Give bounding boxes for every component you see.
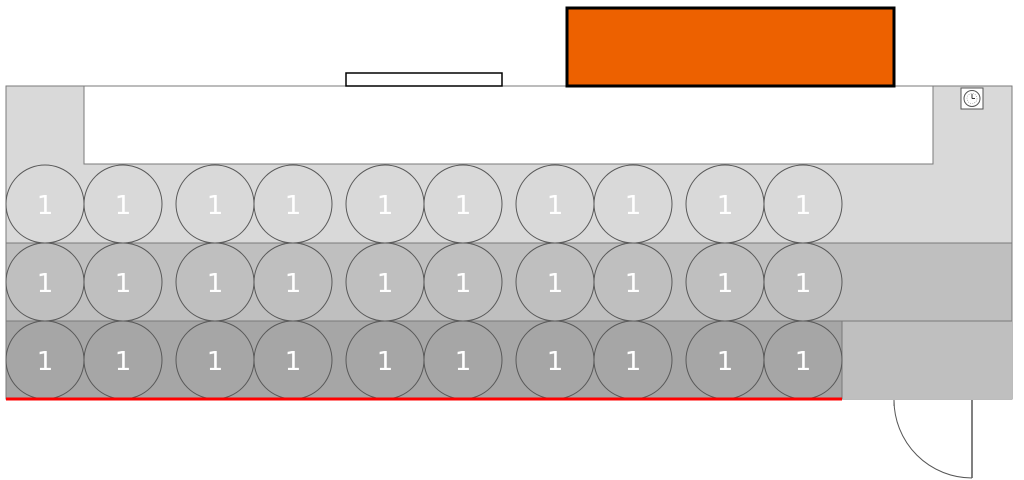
stage-bar	[345, 72, 503, 87]
tier-middle	[5, 242, 1013, 322]
seat: 1	[515, 164, 595, 244]
seat: 1	[345, 164, 425, 244]
seat: 1	[175, 242, 255, 322]
seat: 1	[345, 320, 425, 400]
seat-label: 1	[207, 347, 224, 377]
seat: 1	[175, 164, 255, 244]
seat: 1	[685, 242, 765, 322]
seat: 1	[175, 320, 255, 400]
clock-icon	[960, 87, 984, 110]
seat-label: 1	[717, 269, 734, 299]
seat-label: 1	[115, 191, 132, 221]
seat: 1	[763, 164, 843, 244]
seat-label: 1	[115, 347, 132, 377]
seat-label: 1	[285, 191, 302, 221]
door-swing-icon	[893, 399, 973, 479]
seat: 1	[423, 164, 503, 244]
seat-label: 1	[377, 269, 394, 299]
seat: 1	[593, 242, 673, 322]
seat-label: 1	[285, 269, 302, 299]
seat-label: 1	[455, 347, 472, 377]
seat-label: 1	[285, 347, 302, 377]
seat: 1	[345, 242, 425, 322]
seat: 1	[685, 320, 765, 400]
seat-label: 1	[547, 347, 564, 377]
seat: 1	[5, 242, 85, 322]
seat: 1	[83, 320, 163, 400]
seating-area: 1 1 1 1 1 1 1 1 1 1 1 1 1 1 1 1 1 1 1 1 1 1 1 1 1 1 1 1 1 1	[5, 164, 843, 400]
seat-label: 1	[547, 191, 564, 221]
seat: 1	[515, 320, 595, 400]
seat: 1	[5, 320, 85, 400]
stage	[83, 85, 934, 165]
seat-label: 1	[207, 269, 224, 299]
seat: 1	[253, 320, 333, 400]
seat: 1	[763, 320, 843, 400]
seat-label: 1	[37, 347, 54, 377]
seat-label: 1	[377, 191, 394, 221]
seat-label: 1	[717, 191, 734, 221]
seat: 1	[253, 164, 333, 244]
seat-label: 1	[37, 191, 54, 221]
seat: 1	[83, 242, 163, 322]
seat-label: 1	[37, 269, 54, 299]
seat: 1	[685, 164, 765, 244]
seat: 1	[593, 320, 673, 400]
seat-label: 1	[625, 191, 642, 221]
seat: 1	[593, 164, 673, 244]
seat-label: 1	[625, 347, 642, 377]
seat-label: 1	[795, 269, 812, 299]
seat-label: 1	[625, 269, 642, 299]
seat-label: 1	[547, 269, 564, 299]
seat: 1	[5, 164, 85, 244]
seat: 1	[423, 242, 503, 322]
seat-label: 1	[377, 347, 394, 377]
seat-label: 1	[795, 347, 812, 377]
seat-label: 1	[795, 191, 812, 221]
seat-label: 1	[207, 191, 224, 221]
seat-label: 1	[115, 269, 132, 299]
seat: 1	[515, 242, 595, 322]
seat-label: 1	[455, 191, 472, 221]
orange-block	[565, 6, 896, 88]
seat: 1	[423, 320, 503, 400]
seat: 1	[763, 242, 843, 322]
seat-label: 1	[717, 347, 734, 377]
seat: 1	[83, 164, 163, 244]
seat-label: 1	[455, 269, 472, 299]
seat: 1	[253, 242, 333, 322]
